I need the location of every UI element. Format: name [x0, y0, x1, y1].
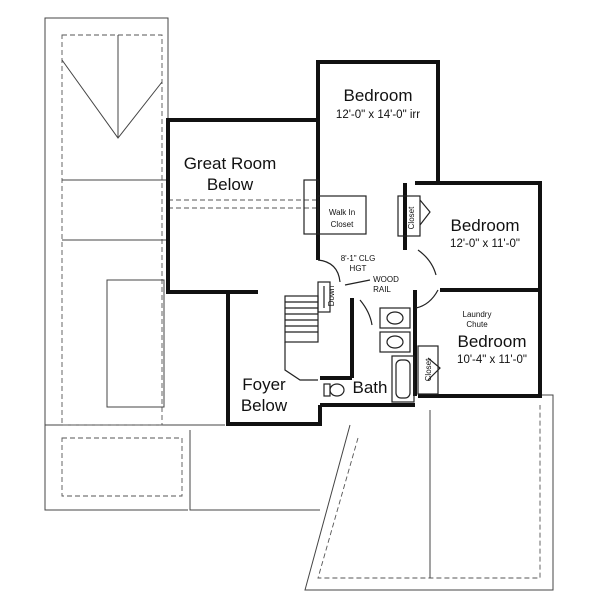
stair-down-label: Down	[327, 286, 336, 306]
laundry-chute-line2: Chute	[466, 320, 488, 329]
bedroom-1-name: Bedroom	[344, 86, 413, 105]
bedroom-3-name: Bedroom	[458, 332, 527, 351]
bedroom-1-dims: 12'-0" x 14'-0" irr	[336, 109, 420, 121]
great-room-label-line1: Great Room	[184, 154, 277, 173]
ceiling-height-line1: 8'-1" CLG	[341, 254, 376, 263]
ceiling-height-line2: HGT	[350, 264, 367, 273]
bath-label: Bath	[353, 378, 388, 397]
foyer-label-line1: Foyer	[242, 375, 286, 394]
closet-label-bedroom-2: Closet	[407, 206, 416, 229]
walls	[166, 60, 542, 426]
interior-details	[284, 179, 441, 403]
foyer-label-line2: Below	[241, 396, 288, 415]
bedroom-2-name: Bedroom	[451, 216, 520, 235]
walk-in-closet-line2: Closet	[331, 220, 354, 229]
great-room-label-line2: Below	[207, 175, 254, 194]
roof-lines	[44, 17, 554, 591]
walk-in-closet-line1: Walk In	[329, 208, 355, 217]
wood-rail-line2: RAIL	[373, 285, 391, 294]
bedroom-2-dims: 12'-0" x 11'-0"	[450, 238, 520, 250]
bedroom-3-dims: 10'-4" x 11'-0"	[457, 354, 527, 366]
laundry-chute-line1: Laundry	[463, 310, 492, 319]
wood-rail-line1: WOOD	[373, 275, 399, 284]
closet-label-bedroom-3: Closet	[424, 358, 433, 381]
